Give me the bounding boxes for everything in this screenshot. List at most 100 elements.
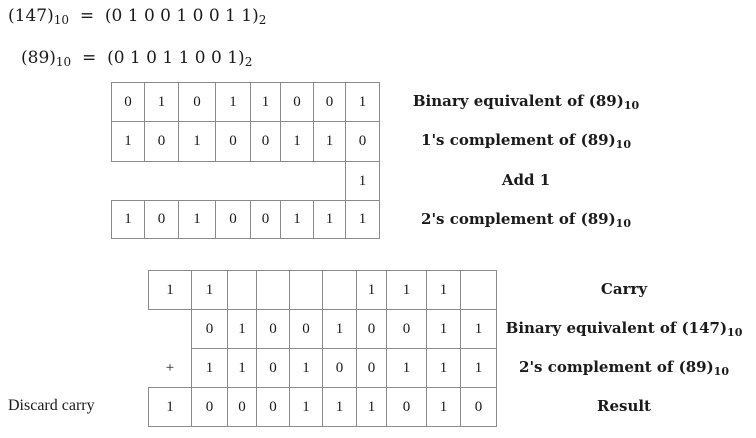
row-label-base: 10 [623,99,640,112]
equation-rhs: (0 1 0 0 1 0 0 1 1) [104,6,259,26]
row-label: Add 1 [406,171,646,189]
equation-lhs-base: 10 [53,13,69,27]
bit-cell: 1 [191,270,228,310]
bit-cell: 1 [386,348,427,388]
bit-cell: 1 [356,387,387,427]
bit-cell: 0 [313,82,346,122]
bit-cell: 1 [178,200,216,239]
bit-cell: 1 [322,387,357,427]
bit-cell: 0 [178,82,216,122]
bit-cell: 0 [256,348,290,388]
bit-cell: 1 [227,309,257,349]
row-label: Binary equivalent of (147)10 [494,319,754,339]
bit-cell: 0 [250,121,281,162]
bit-cell [111,161,145,201]
bit-cell: 1 [178,121,216,162]
bit-cell: 1 [460,309,497,349]
bit-cell: 0 [256,309,290,349]
bit-cell: 1 [345,82,380,122]
bit-cell [460,270,497,310]
bit-cell: 1 [227,348,257,388]
bit-cell: 0 [191,309,228,349]
bit-cell: 1 [289,387,323,427]
bit-cell: 1 [191,348,228,388]
bit-cell [215,161,251,201]
row-label-text: Result [597,397,651,415]
bit-cell: 1 [386,270,427,310]
bit-cell [289,270,323,310]
equation-lhs: (89) [21,48,56,68]
row-label-text: 1's complement of (89) [421,131,616,149]
row-label-base: 10 [727,326,743,339]
bit-cell: 0 [345,121,380,162]
bit-cell [148,309,192,349]
bit-cell [250,161,281,201]
bit-cell: 0 [280,82,314,122]
bit-cell: 1 [148,387,192,427]
bit-cell: 0 [227,387,257,427]
bit-cell: 1 [148,270,192,310]
bit-cell: 1 [250,82,281,122]
bit-cell: 1 [322,309,357,349]
bit-cell: 0 [289,309,323,349]
row-label: Binary equivalent of (89)10 [406,92,646,112]
bit-cell: 0 [111,82,145,122]
discard-carry-label: Discard carry [8,397,95,414]
bit-cell: 0 [322,348,357,388]
bit-cell: 1 [345,200,380,239]
row-label-text: 2's complement of (89) [519,358,714,376]
bit-cell: 1 [426,348,461,388]
equation-rhs-base: 2 [244,55,253,69]
row-label: 2's complement of (89)10 [494,358,754,378]
bit-cell: 1 [426,270,461,310]
bit-cell: 0 [144,200,179,239]
bit-cell [144,161,179,201]
bit-cell [256,270,290,310]
plus-sign: + [165,359,175,376]
equation-lhs-base: 10 [55,55,72,69]
row-label: 1's complement of (89)10 [406,131,646,151]
equation-rhs-base: 2 [258,13,267,27]
bit-cell: 0 [460,387,497,427]
row-label-base: 10 [713,365,729,378]
bit-cell [280,161,314,201]
bit-cell: 0 [250,200,281,239]
row-label-base: 10 [615,138,631,151]
bit-cell: 0 [256,387,290,427]
bit-cell: 1 [426,387,461,427]
equation-89: (89)10 = (0 1 0 1 1 0 0 1)2 [21,48,253,69]
bit-cell [322,270,357,310]
row-label-text: Carry [600,280,648,298]
bit-cell: 0 [356,348,387,388]
bit-cell: 0 [386,387,427,427]
bit-cell: 0 [215,121,251,162]
equation-lhs: (147) [8,6,54,26]
equals-sign: = [79,6,95,26]
bit-cell [227,270,257,310]
row-label-base: 10 [615,217,631,230]
bit-cell: 1 [144,82,179,122]
bit-cell: 1 [426,309,461,349]
bit-cell: 1 [345,161,380,201]
bit-cell: 0 [144,121,179,162]
bit-cell: 0 [386,309,427,349]
bit-cell: 1 [289,348,323,388]
bit-cell: 1 [313,200,346,239]
bit-cell: 1 [313,121,346,162]
bit-cell: 1 [356,270,387,310]
bit-cell: 0 [356,309,387,349]
bit-cell: 1 [280,121,314,162]
row-label: Result [494,397,754,415]
bit-cell: 1 [111,121,145,162]
bit-cell [178,161,216,201]
bit-cell: 1 [215,82,251,122]
bit-cell [313,161,346,201]
equals-sign: = [82,48,97,68]
row-label-text: Binary equivalent of (89) [412,92,624,110]
row-label-text: 2's complement of (89) [421,210,616,228]
bit-cell: 1 [460,348,497,388]
row-label: 2's complement of (89)10 [406,210,646,230]
bit-cell: 0 [215,200,251,239]
row-label-text: Binary equivalent of (147) [505,319,728,337]
equation-rhs: (0 1 0 1 1 0 0 1) [107,48,245,68]
